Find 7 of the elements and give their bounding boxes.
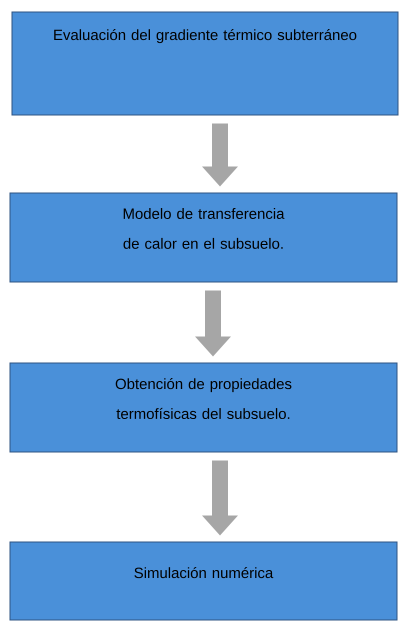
arrow xyxy=(195,290,231,356)
arrow xyxy=(202,460,238,536)
process-box: Obtención de propiedades termofísicas del subsuelo. xyxy=(10,362,398,452)
process-box: Modelo de transferencia de calor en el subsuelo. xyxy=(10,192,398,282)
process-box: Evaluación del gradiente térmico subterráneo xyxy=(12,12,398,116)
arrow xyxy=(202,124,238,186)
process-box: Simulación numérica xyxy=(10,542,398,620)
